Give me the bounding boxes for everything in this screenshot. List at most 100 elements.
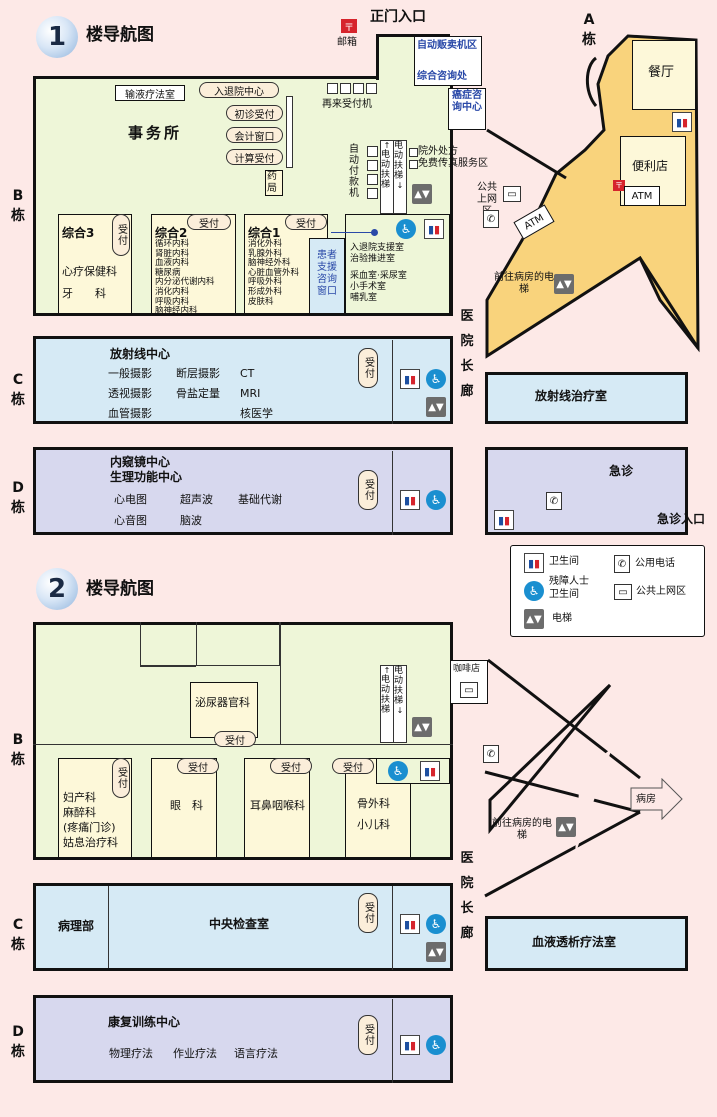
radiotherapy-label: 放射线治疗室	[535, 389, 608, 403]
general3-reception[interactable]: 受付	[112, 214, 130, 256]
floor2-elevator-icon[interactable]: ▲▼	[412, 717, 432, 737]
general1-dept: 呼吸外科	[248, 277, 283, 288]
legend-toilet-label: 卫生间	[549, 556, 579, 567]
central-lab-reception[interactable]: 受付	[358, 893, 378, 933]
obgyn-dept-list: 妇产科 麻醉科 (疼痛门诊) 姑息治疗科	[63, 790, 118, 850]
reentry-machine-2[interactable]	[340, 83, 351, 94]
outside-rx-box	[409, 148, 418, 157]
auto-pay-label: 自动付款机	[349, 144, 359, 199]
radiology-reception[interactable]: 受付	[358, 348, 378, 388]
floor1-number: 1	[47, 22, 67, 52]
payment-label: 计算受付	[234, 153, 275, 165]
a-wing-toilet-icon: ▮▮	[672, 112, 692, 132]
floor2-escalator-down[interactable]: 电动扶梯 ↓	[393, 665, 407, 743]
ward-arrow	[630, 778, 683, 820]
auto-pay-machine-3[interactable]	[367, 174, 378, 185]
ortho-reception[interactable]: 受付	[332, 758, 374, 774]
floor2-d-divider	[392, 999, 393, 1083]
admission-center-counter[interactable]: 入退院中心	[199, 82, 279, 98]
d-wing-accessible-icon: ♿	[426, 490, 446, 510]
radiotherapy-room	[485, 372, 688, 424]
payphone-icon[interactable]: ✆	[483, 210, 499, 228]
urology-reception-label: 受付	[225, 735, 245, 747]
auto-pay-machine-1[interactable]	[367, 146, 378, 157]
vending-label: 自动贩卖机区	[417, 40, 477, 51]
computer-icon[interactable]: ▭	[503, 186, 521, 202]
floor2-ward-elevator-icon[interactable]: ▲▼	[556, 817, 576, 837]
urology-reception[interactable]: 受付	[214, 731, 256, 747]
floor1-d-wing	[33, 447, 453, 535]
eye-label: 眼 科	[170, 799, 203, 812]
floor1-c-label: C栋	[11, 372, 25, 408]
payment-counter[interactable]: 计算受付	[226, 149, 283, 165]
radiology-center-name: 放射线中心	[110, 347, 171, 361]
floor2-number: 2	[47, 574, 67, 604]
escalator-down[interactable]: 电动扶梯 ↓	[393, 140, 407, 214]
pharmacy-label: 药局	[267, 171, 277, 194]
floor2-c-accessible-icon: ♿	[426, 914, 446, 934]
legend-accessible-label: 残障人士卫生间	[549, 576, 589, 600]
accounting-counter[interactable]: 会计窗口	[226, 127, 283, 143]
radiology-reception-label: 受付	[362, 357, 374, 379]
emergency-label: 急诊	[609, 464, 634, 478]
general1-reception-label: 受付	[296, 218, 316, 230]
general1-dept: 形成外科	[248, 286, 283, 297]
general2-reception-label: 受付	[199, 218, 219, 230]
auto-pay-machine-2[interactable]	[367, 160, 378, 171]
floor2-d-accessible-icon: ♿	[426, 1035, 446, 1055]
pharmacy-room	[265, 170, 283, 196]
support-pointer-dot	[371, 229, 378, 236]
physiology-item: 基础代谢	[238, 493, 282, 506]
general2-dept: 消化内科	[155, 286, 190, 297]
c-wing-elevator-icon[interactable]: ▲▼	[426, 397, 446, 417]
cafe-computer-icon[interactable]: ▭	[460, 682, 478, 698]
obgyn-reception[interactable]: 受付	[112, 758, 130, 798]
dialysis-label: 血液透析疗法室	[532, 935, 617, 949]
floor1-corridor-label: 医院长廊	[460, 309, 474, 399]
floor1-c-wing	[33, 336, 453, 424]
obgyn-dept: 妇产科	[63, 791, 96, 804]
reentry-machine-4[interactable]	[366, 83, 377, 94]
first-visit-counter[interactable]: 初诊受付	[226, 105, 283, 121]
floor2-number-badge: 2	[36, 568, 78, 610]
general3-dept-2: 牙 科	[62, 287, 106, 300]
general3-dept-1: 心疗保健科	[62, 265, 117, 278]
rehab-reception[interactable]: 受付	[358, 1015, 378, 1055]
general2-reception[interactable]: 受付	[187, 214, 231, 230]
floor1-number-badge: 1	[36, 16, 78, 58]
ortho-label: 骨外科	[357, 797, 390, 810]
store-atm[interactable]: ATM	[624, 186, 660, 206]
rehab-item: 物理疗法	[109, 1047, 153, 1060]
mailbox-label: 邮箱	[337, 37, 357, 48]
floor1-entrance-gap	[379, 72, 447, 82]
physiology-reception[interactable]: 受付	[358, 470, 378, 510]
rehab-item: 作业疗法	[173, 1047, 217, 1060]
emergency-payphone-icon[interactable]: ✆	[546, 492, 562, 510]
c-wing-toilet-icon: ▮▮	[400, 369, 420, 389]
support-room: 治验推进室	[350, 254, 396, 264]
support-pointer-line	[331, 232, 373, 233]
emergency-entrance-label: 急诊入口	[657, 512, 706, 526]
general1-reception[interactable]: 受付	[285, 214, 327, 230]
floor2-payphone-icon[interactable]: ✆	[483, 745, 499, 763]
patient-support-window[interactable]	[309, 238, 345, 314]
elevator-icon[interactable]: ▲▼	[412, 184, 432, 204]
support-room: 采血室·采尿室	[350, 271, 407, 281]
floor2-escalator-down-arrow-icon: ↓	[396, 706, 404, 715]
eye-reception[interactable]: 受付	[177, 758, 219, 774]
floor1-title: 楼导航图	[86, 25, 154, 45]
rehab-item: 语言疗法	[234, 1047, 278, 1060]
legend-accessible-icon: ♿	[524, 581, 544, 601]
support-room: 哺乳室	[350, 293, 378, 303]
reentry-machine-3[interactable]	[353, 83, 364, 94]
ward-elevator-icon[interactable]: ▲▼	[554, 274, 574, 294]
floor2-c-elevator-icon[interactable]: ▲▼	[426, 942, 446, 962]
reentry-machine-1[interactable]	[327, 83, 338, 94]
general1-name: 综合1	[248, 226, 281, 240]
physiology-reception-label: 受付	[362, 479, 374, 501]
floor2-accessible-icon: ♿	[388, 761, 408, 781]
ent-reception[interactable]: 受付	[270, 758, 312, 774]
d-wing-toilet-icon: ▮▮	[400, 490, 420, 510]
auto-pay-machine-4[interactable]	[367, 188, 378, 199]
pediatrics-label: 小儿科	[357, 818, 390, 831]
